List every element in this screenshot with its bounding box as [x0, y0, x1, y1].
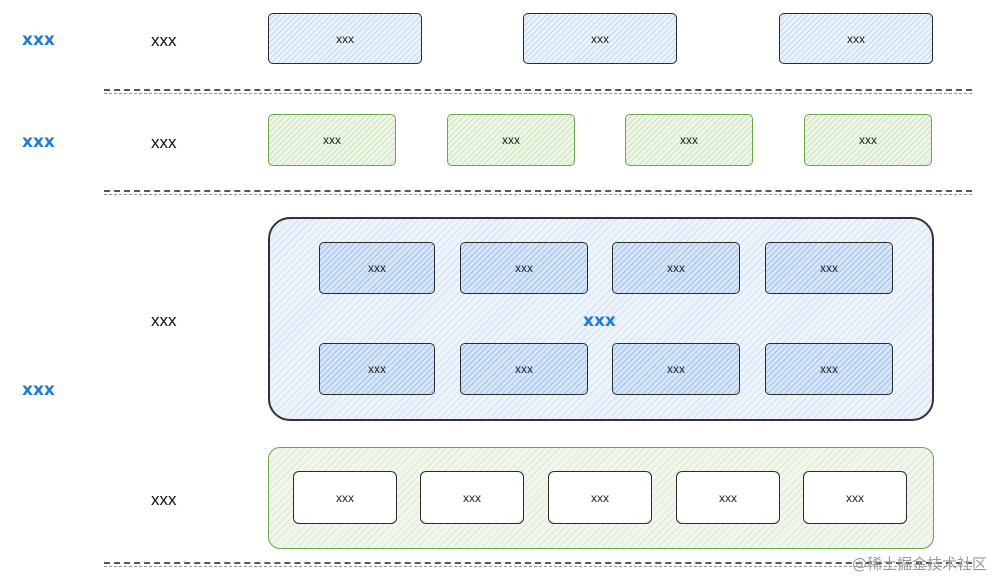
row34-category-label: xxx [22, 380, 55, 400]
container-top-box-1: xxx [319, 242, 435, 294]
row1-category-label: xxx [22, 30, 55, 50]
row1-box-1: xxx [268, 13, 422, 64]
container-title: xxx [583, 311, 616, 331]
container-top-box-4: xxx [765, 242, 893, 294]
container-top-box-3: xxx [612, 242, 740, 294]
row1-box-3: xxx [779, 13, 933, 64]
container-bottom-box-1: xxx [319, 343, 435, 395]
row4-layer-label: xxx [151, 490, 177, 509]
separator-line-2b [104, 194, 972, 195]
separator-line-1b [104, 93, 972, 94]
container-bottom-box-4: xxx [765, 343, 893, 395]
row2-layer-label: xxx [151, 133, 177, 152]
separator-line-3b [104, 566, 972, 567]
container-bottom-box-3: xxx [612, 343, 740, 395]
row4-box-3: xxx [548, 471, 652, 524]
row2-box-1: xxx [268, 114, 396, 166]
separator-line-1 [104, 89, 972, 91]
row4-box-2: xxx [420, 471, 524, 524]
row2-box-2: xxx [447, 114, 575, 166]
row3-layer-label: xxx [151, 311, 177, 330]
separator-line-3 [104, 562, 972, 564]
container-bottom-box-2: xxx [460, 343, 588, 395]
row1-box-2: xxx [523, 13, 677, 64]
row1-layer-label: xxx [151, 31, 177, 50]
separator-line-2 [104, 190, 972, 192]
row4-box-5: xxx [803, 471, 907, 524]
row2-category-label: xxx [22, 132, 55, 152]
container-top-box-2: xxx [460, 242, 588, 294]
row2-box-4: xxx [804, 114, 932, 166]
watermark: @稀土掘金技术社区 [851, 555, 987, 573]
row4-box-1: xxx [293, 471, 397, 524]
row2-box-3: xxx [625, 114, 753, 166]
row4-box-4: xxx [676, 471, 780, 524]
